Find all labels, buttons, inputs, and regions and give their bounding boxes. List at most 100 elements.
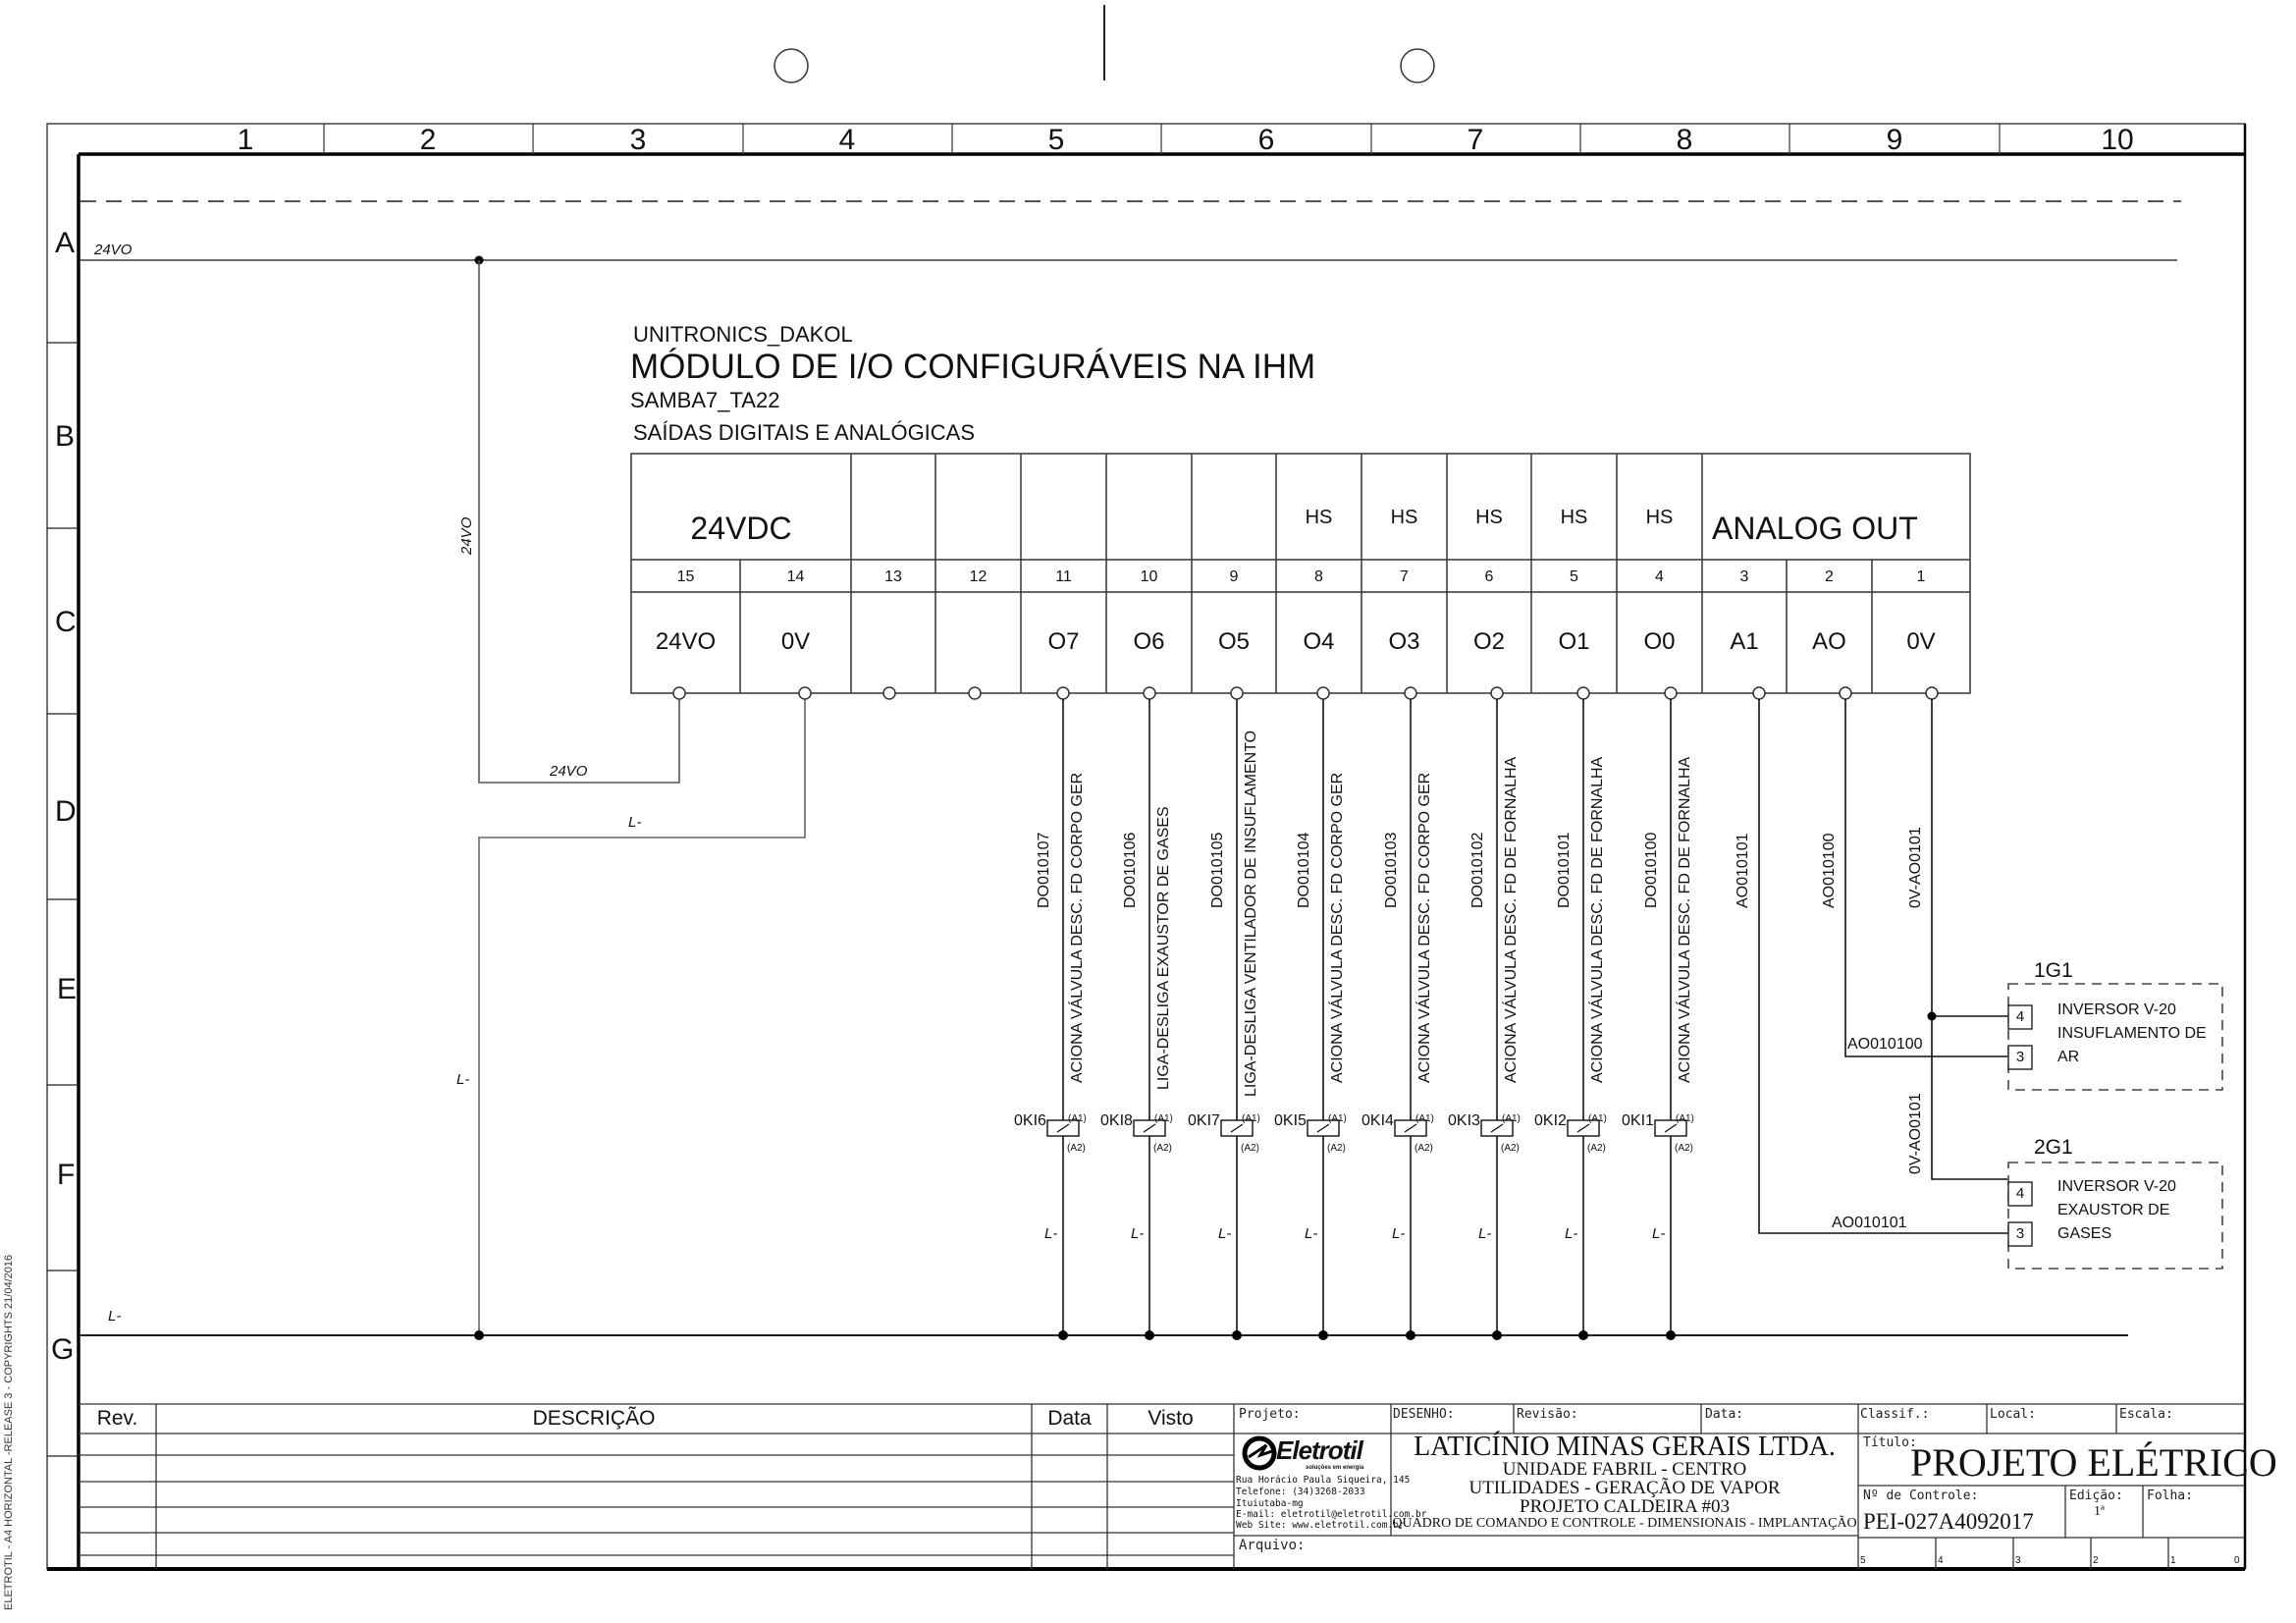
terminal-number: 1 [1916, 568, 1926, 585]
relay-tag: 0KI3 [1448, 1112, 1480, 1129]
column-label: 7 [1467, 124, 1484, 156]
revisao-label: Revisão: [1517, 1407, 1578, 1422]
arquivo-label: Arquivo: [1239, 1538, 1306, 1553]
data-label: Data: [1705, 1407, 1744, 1422]
terminal-label: O2 [1472, 628, 1505, 655]
output-description: LIGA-DESLIGA VENTILADOR DE INSUFLAMENTO [1243, 730, 1259, 1097]
drive-description: INVERSOR V-20 [2057, 1178, 2176, 1195]
wire-number: AO010100 [1821, 833, 1838, 908]
classif-label: Classif.: [1860, 1407, 1930, 1422]
module-model: SAMBA7_TA22 [630, 388, 780, 412]
scale-tick: 3 [2015, 1555, 2021, 1566]
terminal-number: 6 [1484, 568, 1494, 585]
wire-l-minus-vertical-label: L- [456, 1071, 470, 1088]
desenho-label: DESENHO: [1393, 1407, 1455, 1422]
relay-tag: 0KI4 [1362, 1112, 1394, 1129]
terminal-number: 10 [1140, 568, 1158, 585]
terminal-number: 15 [676, 568, 695, 585]
client-name: LATICÍNIO MINAS GERAIS LTDA. [1414, 1432, 1836, 1462]
folha-label: Folha: [2147, 1488, 2193, 1503]
column-label: 3 [629, 124, 647, 156]
relay-tag: 0KI6 [1014, 1112, 1046, 1129]
output-description: ACIONA VÁLVULA DESC. FD DE FORNALHA [1589, 756, 1606, 1083]
drive-tag: 1G1 [2034, 959, 2073, 982]
terminal-label: AO [1812, 628, 1846, 655]
scale-tick: 5 [1860, 1555, 1866, 1566]
wire-number: DO010105 [1209, 832, 1226, 908]
terminal-number: 4 [1655, 568, 1664, 585]
terminal-label: 0V [1906, 628, 1936, 655]
terminal-number: 8 [1314, 568, 1323, 585]
coil-terminal-a2: (A2) [1327, 1143, 1346, 1154]
output-description: ACIONA VÁLVULA DESC. FD DE FORNALHA [1503, 756, 1520, 1083]
column-label: 9 [1886, 124, 1903, 156]
edition-value: 1ª [2094, 1504, 2105, 1519]
controle-label: Nº de Controle: [1863, 1488, 1979, 1503]
column-label: 1 [237, 124, 254, 156]
bus-l-minus-label: L- [108, 1308, 122, 1325]
coil-terminal-a1: (A1) [1415, 1113, 1434, 1124]
coil-terminal-a2: (A2) [1067, 1143, 1086, 1154]
drive-terminal: 4 [2015, 1008, 2025, 1025]
wire-number: DO010106 [1122, 832, 1139, 908]
wire-number: 0V-AO0101 [1907, 1093, 1924, 1174]
date-header: Data [1047, 1407, 1092, 1430]
column-label: 10 [2101, 124, 2134, 156]
wire-label-to-1g1: AO010100 [1847, 1036, 1923, 1053]
module-title: MÓDULO DE I/O CONFIGURÁVEIS NA IHM [630, 348, 1316, 386]
row-label: G [51, 1333, 75, 1366]
terminal-number: 7 [1400, 568, 1409, 585]
drive-tag: 2G1 [2034, 1136, 2073, 1159]
hs-tag: HS [1560, 507, 1588, 528]
drive-terminal: 4 [2015, 1185, 2025, 1202]
wire-number: DO010102 [1469, 832, 1486, 908]
coil-terminal-a1: (A1) [1242, 1113, 1260, 1124]
drive-description: EXAUSTOR DE [2057, 1202, 2170, 1218]
drive-terminal: 3 [2015, 1225, 2025, 1242]
column-label: 2 [419, 124, 437, 156]
output-description: ACIONA VÁLVULA DESC. FD CORPO GER [1416, 772, 1433, 1083]
return-l-minus-label: L- [1044, 1225, 1058, 1242]
company-email: E-mail: eletrotil@eletrotil.com.br [1236, 1509, 1427, 1520]
return-l-minus-label: L- [1131, 1225, 1145, 1242]
terminal-label: O3 [1388, 628, 1420, 655]
module-subtitle: SAÍDAS DIGITAIS E ANALÓGICAS [633, 420, 976, 445]
description-header: DESCRIÇÃO [532, 1407, 656, 1430]
terminal-label: O4 [1303, 628, 1335, 655]
coil-terminal-a2: (A2) [1415, 1143, 1433, 1154]
row-label: A [55, 227, 76, 259]
hs-tag: HS [1390, 507, 1418, 528]
output-description: LIGA-DESLIGA EXAUSTOR DE GASES [1155, 806, 1172, 1090]
output-description: ACIONA VÁLVULA DESC. FD CORPO GER [1069, 772, 1086, 1083]
return-l-minus-label: L- [1392, 1225, 1406, 1242]
client-line: UNIDADE FABRIL - CENTRO [1502, 1459, 1747, 1480]
eletrotil-logo-icon [1242, 1435, 1277, 1471]
local-label: Local: [1990, 1407, 2036, 1422]
titulo-label: Título: [1863, 1435, 1917, 1450]
group-24vdc-label: 24VDC [690, 511, 792, 546]
wire-l-minus-horizontal-label: L- [628, 814, 642, 831]
visto-header: Visto [1148, 1407, 1194, 1430]
wire-24vo-vertical-label: 24VO [458, 516, 475, 555]
relay-tag: 0KI8 [1100, 1112, 1133, 1129]
coil-terminal-a1: (A1) [1588, 1113, 1607, 1124]
client-line: UTILIDADES - GERAÇÃO DE VAPOR [1468, 1478, 1781, 1498]
coil-terminal-a1: (A1) [1328, 1113, 1347, 1124]
return-l-minus-label: L- [1218, 1225, 1232, 1242]
return-l-minus-label: L- [1478, 1225, 1492, 1242]
terminal-label: O7 [1047, 628, 1080, 655]
wire-number: DO010101 [1556, 832, 1573, 908]
relay-tag: 0KI2 [1534, 1112, 1567, 1129]
module-manufacturer: UNITRONICS_DAKOL [633, 322, 853, 347]
edicao-label: Edição: [2069, 1488, 2123, 1503]
terminal-label: A1 [1730, 628, 1759, 655]
terminal-number: 13 [884, 568, 902, 585]
terminal-label: 0V [780, 628, 811, 655]
copyright-note: ELETROTIL - A4 HORIZONTAL -RELEASE 3 - C… [3, 1254, 15, 1610]
drive-terminal: 3 [2015, 1049, 2025, 1065]
drive-description: AR [2057, 1049, 2080, 1065]
row-label: D [55, 795, 77, 828]
drive-description: INVERSOR V-20 [2057, 1001, 2176, 1018]
hs-tag: HS [1475, 507, 1503, 528]
terminal-number: 11 [1055, 568, 1072, 585]
